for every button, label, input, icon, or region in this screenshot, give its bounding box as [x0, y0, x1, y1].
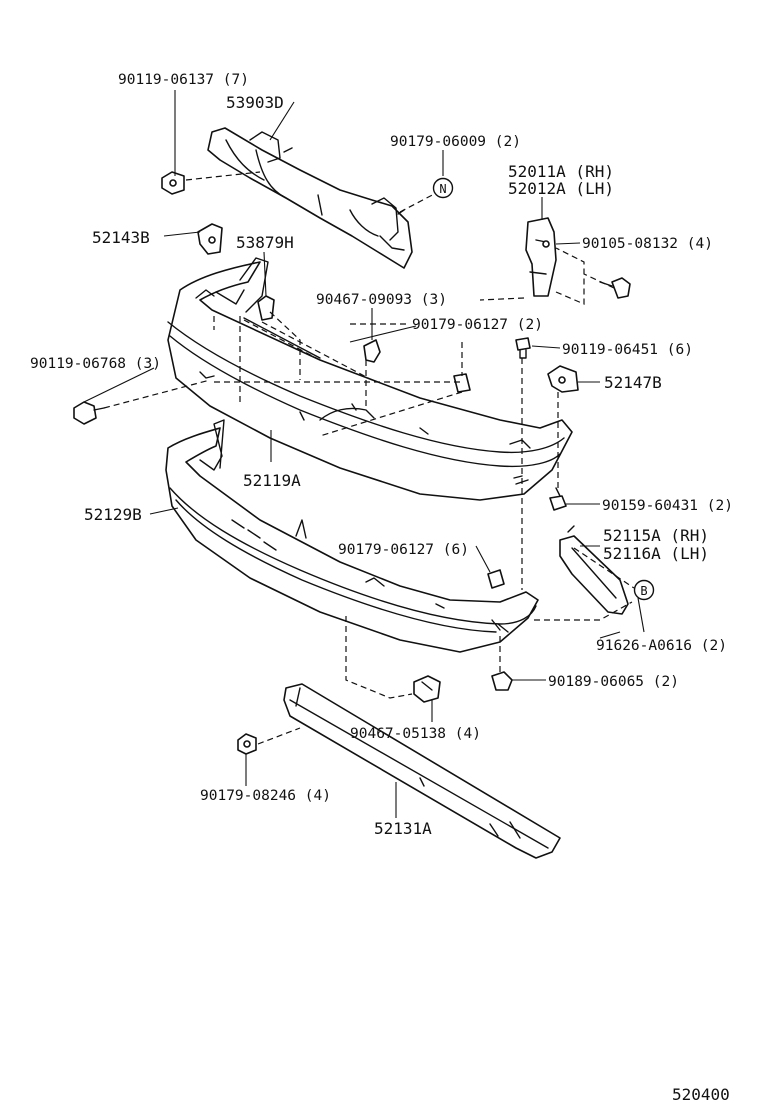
nut-90467-09093-part: [363, 339, 381, 363]
bracket-52011a-part: [525, 217, 557, 297]
label-90189-06065: 90189-06065 (2): [548, 674, 679, 690]
label-52011a: 52011A (RH): [508, 162, 614, 181]
retainer-53879h-part: [257, 295, 275, 321]
label-53903d: 53903D: [226, 93, 284, 112]
label-90179-06009: 90179-06009 (2): [390, 134, 521, 150]
label-90179-06127-a: 90179-06127 (2): [412, 317, 543, 333]
bumper-cover-52119a-part: [167, 257, 573, 501]
label-90119-06137: 90119-06137 (7): [118, 72, 249, 88]
bolt-90159-60431-part: [549, 487, 567, 511]
label-53879h: 53879H: [236, 233, 294, 252]
label-52116a: 52116A (LH): [603, 544, 709, 563]
label-52012a: 52012A (LH): [508, 179, 614, 198]
assembly-dashed-lines: [103, 171, 635, 745]
label-90467-09093: 90467-09093 (3): [316, 292, 447, 308]
bolt-90119-06451-part: [515, 337, 531, 359]
label-52131a: 52131A: [374, 819, 432, 838]
label-90105-08132: 90105-08132 (4): [582, 236, 713, 252]
reinforcement-52131a-part: [283, 683, 561, 859]
bracket-52115a-part: [559, 525, 629, 615]
label-90467-05138: 90467-05138 (4): [350, 726, 481, 742]
label-91626-a0616: 91626-A0616 (2): [596, 638, 727, 654]
label-90179-06127-b: 90179-06127 (6): [338, 542, 469, 558]
clip-90179-06127a-part: [453, 373, 471, 393]
leader-lines: [83, 90, 645, 818]
bolt-90105-08132-part: [599, 277, 631, 299]
label-52147b: 52147B: [604, 373, 662, 392]
label-90119-06451: 90119-06451 (6): [562, 342, 693, 358]
clip-90179-06127b-part: [487, 569, 505, 589]
reference-mark-n-label: N: [439, 182, 446, 196]
label-52143b: 52143B: [92, 228, 150, 247]
nut-90179-08246-part: [237, 733, 257, 755]
lower-spoiler-52129b-part: [165, 419, 539, 653]
reference-mark-b-label: B: [640, 584, 647, 598]
label-90179-08246: 90179-08246 (4): [200, 788, 331, 804]
label-52115a: 52115A (RH): [603, 526, 709, 545]
nut-90467-05138-part: [413, 675, 441, 703]
label-90119-06768: 90119-06768 (3): [30, 356, 161, 372]
label-52119a: 52119A: [243, 471, 301, 490]
retainer-52143b-part: [197, 223, 223, 255]
retainer-52147b-part: [547, 365, 579, 393]
bolt-90119-06768-part: [73, 401, 105, 425]
reference-mark-n: N: [432, 177, 454, 199]
diagram-code: 520400: [672, 1085, 730, 1104]
reference-mark-b: B: [633, 579, 655, 601]
label-52129b: 52129B: [84, 505, 142, 524]
clip-90189-06065-part: [491, 671, 513, 691]
label-90159-60431: 90159-60431 (2): [602, 498, 733, 514]
bolt-90119-06137-part: [161, 171, 185, 195]
reinforcement-53903d-part: [207, 127, 413, 269]
